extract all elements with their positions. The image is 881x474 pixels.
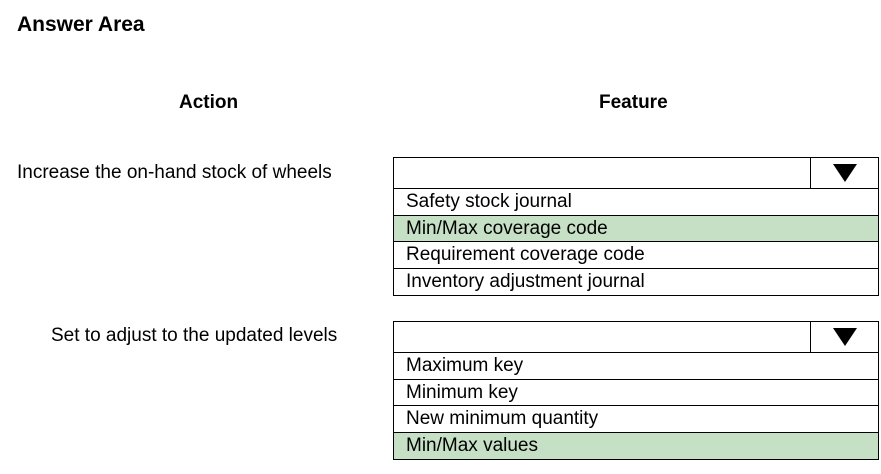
dropdown-option[interactable]: Minimum key [394, 380, 878, 406]
dropdown-option[interactable]: New minimum quantity [394, 406, 878, 433]
dropdown-option[interactable]: Maximum key [394, 353, 878, 380]
action-column-header: Action [179, 92, 239, 113]
page-title: Answer Area [17, 13, 145, 36]
dropdown-header[interactable] [394, 158, 878, 189]
dropdown-option[interactable]: Min/Max values [394, 432, 878, 459]
dropdown-option[interactable]: Inventory adjustment journal [406, 270, 645, 292]
triangle-down-icon [832, 164, 857, 182]
action-label-increase-stock: Increase the on-hand stock of wheels [17, 162, 332, 183]
action-label-adjust-levels: Set to adjust to the updated levels [51, 325, 338, 346]
dropdown-toggle-button[interactable] [810, 158, 878, 188]
feature-column-header: Feature [599, 92, 668, 113]
dropdown-option[interactable]: Safety stock journal [394, 189, 878, 216]
dropdown-header[interactable] [394, 322, 878, 353]
feature-dropdown-1[interactable]: Safety stock journal Min/Max coverage co… [393, 157, 879, 296]
dropdown-toggle-button[interactable] [810, 322, 878, 352]
triangle-down-icon [832, 328, 857, 346]
feature-dropdown-2[interactable]: Maximum key Minimum key New minimum quan… [393, 321, 879, 460]
dropdown-option[interactable]: Requirement coverage code [394, 242, 878, 269]
dropdown-option[interactable]: Min/Max coverage code [394, 215, 878, 242]
